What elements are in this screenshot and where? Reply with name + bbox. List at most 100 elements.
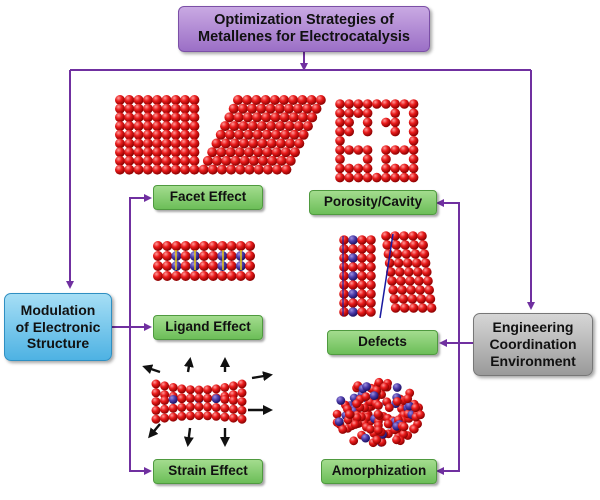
- red-atom: [142, 103, 153, 114]
- red-atom: [416, 294, 427, 304]
- red-atom: [194, 411, 204, 421]
- defects-lattice: [339, 231, 437, 319]
- red-atom: [199, 271, 209, 281]
- red-atom: [245, 271, 255, 281]
- red-atom: [285, 138, 296, 149]
- red-atom: [352, 413, 362, 422]
- red-atom: [413, 267, 423, 277]
- red-atom: [220, 412, 230, 422]
- red-atom: [207, 147, 218, 158]
- red-atom: [153, 251, 163, 261]
- red-atom: [366, 271, 376, 281]
- red-atom: [408, 231, 418, 241]
- red-atom: [228, 413, 238, 423]
- red-atom: [339, 280, 349, 290]
- red-atom: [189, 121, 200, 132]
- red-atom: [133, 112, 144, 123]
- red-atom: [220, 138, 231, 149]
- red-atom: [344, 99, 355, 109]
- red-atom: [372, 172, 382, 183]
- blue-atom: [348, 307, 358, 317]
- coordination-environment-box: Engineering Coordination Environment: [473, 313, 593, 376]
- blue-atom: [211, 394, 221, 404]
- red-atom: [215, 129, 226, 140]
- red-atom: [290, 147, 300, 158]
- red-atom: [280, 129, 291, 140]
- red-atom: [161, 164, 172, 175]
- red-atom: [115, 103, 125, 114]
- red-atom: [160, 381, 170, 391]
- red-atom: [260, 95, 271, 105]
- red-atom: [162, 261, 173, 271]
- red-atom: [258, 155, 269, 166]
- red-atom: [142, 121, 153, 132]
- red-atom: [335, 136, 345, 146]
- red-atom: [216, 147, 227, 158]
- red-atom: [189, 147, 200, 158]
- red-atom: [238, 121, 249, 132]
- red-atom: [115, 155, 125, 166]
- red-atom: [408, 303, 419, 313]
- red-atom: [203, 411, 213, 421]
- red-atom: [339, 289, 349, 299]
- red-atom: [357, 271, 367, 281]
- red-atom: [344, 117, 355, 128]
- red-atom: [152, 121, 163, 132]
- electronic-line-2: of Electronic: [15, 318, 101, 335]
- red-atom: [242, 95, 253, 105]
- red-atom: [302, 103, 313, 114]
- red-atom: [422, 267, 432, 277]
- red-atom: [185, 411, 195, 421]
- red-atom: [381, 172, 391, 183]
- red-atom: [417, 231, 427, 241]
- red-atom: [405, 276, 415, 286]
- red-atom: [180, 251, 191, 261]
- red-atom: [357, 253, 367, 263]
- red-atom: [233, 112, 244, 123]
- red-atom: [373, 409, 383, 419]
- red-atom: [339, 262, 349, 272]
- red-atom: [384, 258, 395, 268]
- ligand-effect-box: Ligand Effect: [153, 315, 263, 340]
- red-atom: [275, 121, 286, 132]
- blue-atom: [361, 433, 370, 443]
- red-atom: [335, 126, 345, 137]
- red-atom: [237, 388, 247, 398]
- red-atom: [225, 129, 235, 140]
- red-atom: [226, 164, 237, 175]
- red-atom: [380, 382, 390, 392]
- red-atom: [293, 121, 304, 132]
- red-atom: [180, 241, 191, 251]
- red-atom: [185, 393, 195, 403]
- red-atom: [161, 129, 172, 140]
- red-atom: [408, 145, 419, 155]
- red-atom: [180, 121, 191, 132]
- red-atom: [398, 294, 409, 304]
- red-atom: [288, 95, 299, 105]
- red-atom: [124, 112, 135, 123]
- red-atom: [390, 172, 401, 183]
- red-atom: [171, 271, 182, 281]
- red-atom: [180, 271, 191, 281]
- red-atom: [225, 147, 236, 158]
- red-atom: [392, 397, 402, 406]
- red-atom: [180, 138, 191, 149]
- strain-arrow: [251, 371, 273, 382]
- blue-atom: [369, 391, 379, 400]
- red-atom: [235, 241, 246, 251]
- red-atom: [350, 420, 360, 429]
- red-atom: [362, 99, 373, 109]
- red-atom: [115, 95, 125, 105]
- porosity-lattice: [335, 99, 419, 183]
- red-atom: [229, 121, 240, 132]
- red-atom: [362, 172, 373, 183]
- red-atom: [245, 241, 255, 251]
- red-atom: [289, 129, 300, 140]
- red-atom: [239, 138, 250, 149]
- red-atom: [248, 155, 259, 166]
- red-atom: [362, 126, 373, 137]
- red-atom: [180, 261, 191, 271]
- red-atom: [142, 147, 153, 158]
- red-atom: [262, 147, 273, 158]
